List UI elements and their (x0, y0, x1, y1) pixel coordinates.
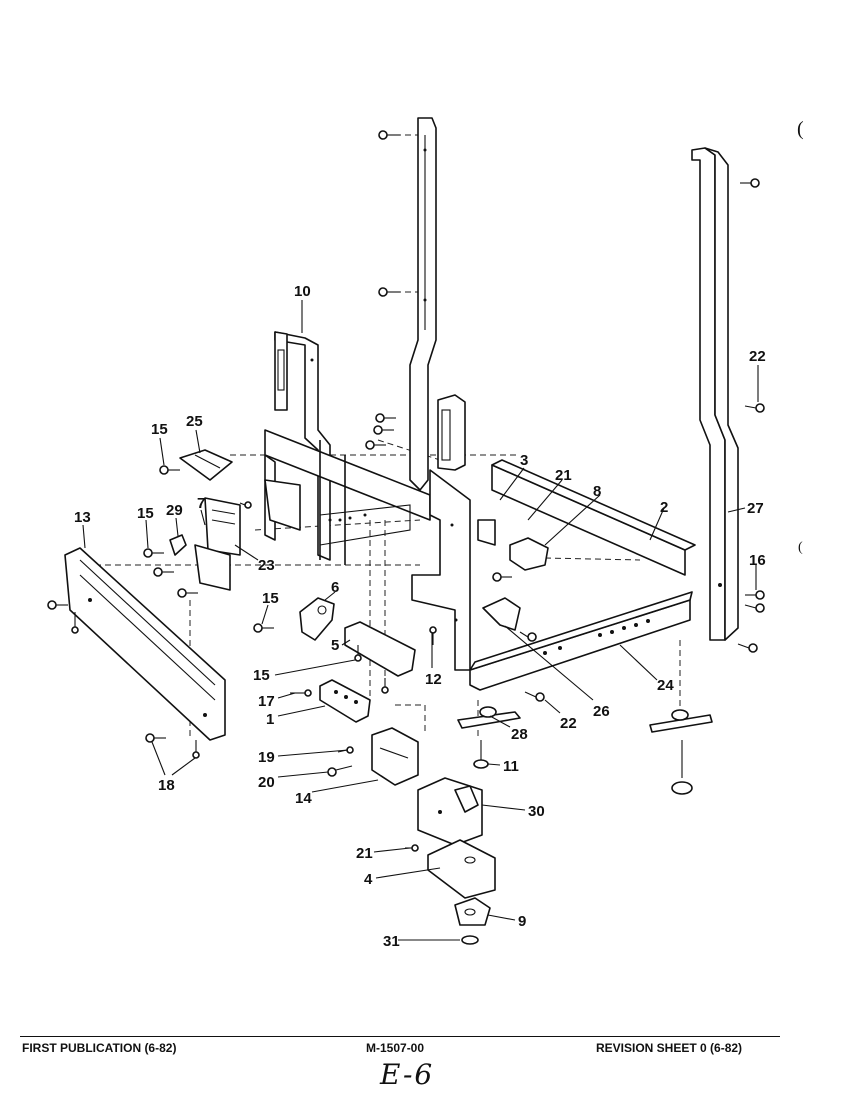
callout-15-d: 15 (253, 667, 270, 684)
callout-29: 29 (166, 502, 183, 519)
callout-6: 6 (331, 579, 339, 596)
tall-rear-rail-left (409, 117, 437, 491)
callout-18: 18 (158, 777, 175, 794)
callout-2: 2 (660, 499, 668, 516)
callout-16: 16 (749, 552, 766, 569)
part-14-latch-housing (371, 727, 419, 786)
callout-24: 24 (657, 677, 674, 694)
assembly-dashed-lines (75, 134, 681, 740)
part-3-crossmember (264, 429, 431, 565)
part-4-base-plate (427, 839, 496, 899)
part-5-bracket (344, 621, 416, 677)
center-upright-bracket (411, 394, 471, 671)
callout-15-c: 15 (262, 590, 279, 607)
part-10-rear-bracket (274, 331, 331, 561)
callout-11: 11 (503, 758, 519, 775)
callout-28: 28 (511, 726, 528, 743)
part-9-foot-plate (454, 897, 491, 926)
part-6-hook (299, 597, 335, 641)
callout-14: 14 (295, 790, 312, 807)
callout-21-low: 21 (356, 845, 373, 862)
callout-15-b: 15 (137, 505, 154, 522)
callout-13: 13 (74, 509, 91, 526)
scan-speck-top: ( (797, 118, 804, 140)
callout-7: 7 (197, 495, 205, 512)
callout-20: 20 (258, 774, 275, 791)
handwritten-page-mark: E-6 (380, 1058, 435, 1091)
part-26-curved-bracket (482, 597, 521, 631)
callout-30: 30 (528, 803, 545, 820)
callout-8: 8 (593, 483, 601, 500)
callout-22-top: 22 (749, 348, 766, 365)
callout-3: 3 (520, 452, 528, 469)
right-leveler-bracket (649, 709, 713, 733)
callout-27: 27 (747, 500, 764, 517)
callout-9: 9 (518, 913, 526, 930)
part-31-washer (461, 935, 479, 945)
callout-5: 5 (331, 637, 339, 654)
callout-10: 10 (294, 283, 311, 300)
callout-15-a: 15 (151, 421, 168, 438)
footer-first-publication: FIRST PUBLICATION (6-82) (22, 1041, 177, 1055)
callout-4: 4 (364, 871, 373, 888)
part-1-slotted-plate (319, 679, 371, 723)
part-8-clip (509, 537, 549, 571)
right-leveling-leg (671, 740, 693, 795)
callout-leaders (82, 300, 759, 941)
screws (47, 130, 765, 852)
part-29-clip (169, 534, 187, 556)
callout-23: 23 (258, 557, 275, 574)
part-13-front-panel (64, 547, 226, 741)
part-7-hinge-plate (194, 497, 241, 591)
callout-1: 1 (266, 711, 274, 728)
footer-rule (20, 1036, 780, 1037)
callout-17: 17 (258, 693, 275, 710)
callout-labels: 10 22 16 27 2 8 21 3 25 15 15 29 7 23 13… (74, 283, 766, 950)
part-28-leveler-bracket (457, 706, 521, 729)
footer-document-number: M-1507-00 (366, 1041, 425, 1055)
scan-speck-mid: ( (798, 540, 803, 555)
callout-12: 12 (425, 671, 442, 688)
callout-31: 31 (383, 933, 400, 950)
callout-26: 26 (593, 703, 610, 720)
part-27-tall-right-rail (691, 147, 739, 641)
callout-21-top: 21 (555, 467, 572, 484)
footer-revision: REVISION SHEET 0 (6-82) (596, 1041, 743, 1055)
part-24-lower-rail (469, 591, 693, 691)
part-30-hinge-assembly (417, 777, 483, 846)
callout-25: 25 (186, 413, 203, 430)
callout-22-low: 22 (560, 715, 577, 732)
callout-19: 19 (258, 749, 275, 766)
part-2-right-rail (477, 459, 696, 576)
part-11-leveling-leg (473, 740, 489, 769)
part-25-shoe (179, 449, 233, 481)
